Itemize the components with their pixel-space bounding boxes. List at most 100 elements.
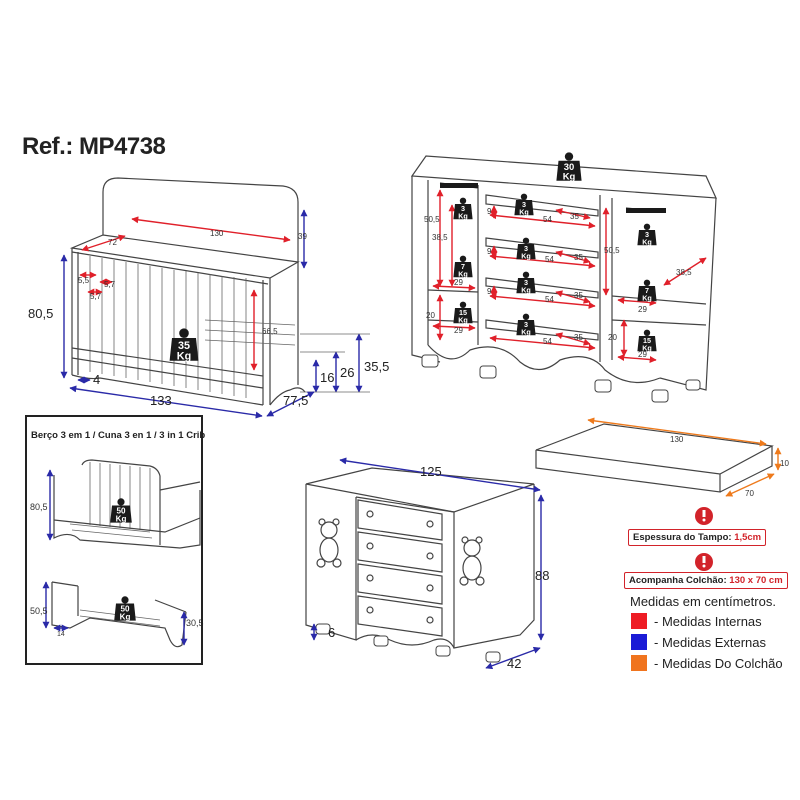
svg-text:125: 125 bbox=[420, 464, 442, 479]
reference-title: Ref.: MP4738 bbox=[22, 133, 166, 160]
svg-text:9: 9 bbox=[487, 247, 492, 256]
svg-text:3: 3 bbox=[645, 230, 649, 239]
alert-icon bbox=[695, 553, 713, 571]
dresser-interior-dimensions: 50,5 38,5 20 29 29 54 35 54 35 54 35 54 … bbox=[424, 189, 707, 363]
legend-item-internal: - Medidas Internas bbox=[631, 613, 762, 629]
weight-icon-mid-right: 7 Kg bbox=[637, 279, 657, 302]
svg-text:39: 39 bbox=[298, 232, 307, 241]
weight-icon-bottom-right: 15 Kg bbox=[637, 329, 657, 352]
svg-text:14: 14 bbox=[57, 631, 65, 638]
weight-icon-mid-left: 7 Kg bbox=[453, 255, 473, 278]
legend-item-mattress: - Medidas Do Colchão bbox=[631, 655, 783, 671]
sofa-bed-drawing bbox=[53, 459, 201, 549]
svg-text:35: 35 bbox=[574, 333, 583, 342]
svg-text:15: 15 bbox=[643, 336, 651, 345]
svg-text:3: 3 bbox=[524, 244, 528, 253]
svg-text:3: 3 bbox=[524, 278, 528, 287]
svg-text:54: 54 bbox=[543, 215, 552, 224]
svg-text:6: 6 bbox=[328, 625, 335, 640]
note-label: Acompanha Colchão: bbox=[629, 575, 727, 586]
svg-text:10: 10 bbox=[780, 459, 789, 468]
svg-text:3: 3 bbox=[524, 320, 528, 329]
svg-text:35: 35 bbox=[570, 212, 579, 221]
svg-text:42: 42 bbox=[507, 656, 521, 671]
svg-text:Kg: Kg bbox=[521, 251, 531, 260]
weight-icon-bed: 50 Kg bbox=[114, 596, 136, 622]
svg-text:20: 20 bbox=[608, 333, 617, 342]
svg-text:Kg: Kg bbox=[563, 172, 576, 183]
svg-text:88: 88 bbox=[535, 568, 549, 583]
dresser-interior-drawing bbox=[410, 155, 717, 403]
svg-text:Kg: Kg bbox=[116, 515, 127, 524]
svg-text:4: 4 bbox=[93, 372, 100, 387]
legend-swatch bbox=[631, 634, 647, 650]
svg-text:38,5: 38,5 bbox=[432, 233, 448, 242]
legend-swatch bbox=[631, 655, 647, 671]
svg-text:77,5: 77,5 bbox=[283, 393, 308, 408]
legend-item-external: - Medidas Externas bbox=[631, 634, 766, 650]
svg-text:50,5: 50,5 bbox=[424, 215, 440, 224]
svg-text:35: 35 bbox=[178, 340, 190, 352]
mattress-drawing bbox=[535, 423, 774, 493]
svg-text:3: 3 bbox=[522, 200, 526, 209]
svg-text:133: 133 bbox=[150, 393, 172, 408]
legend-label: - Medidas Do Colchão bbox=[654, 655, 783, 671]
bear-icon-left bbox=[316, 518, 342, 568]
alert-icon bbox=[695, 507, 713, 525]
svg-text:54: 54 bbox=[545, 295, 554, 304]
svg-text:54: 54 bbox=[543, 337, 552, 346]
svg-text:66,5: 66,5 bbox=[262, 327, 278, 336]
svg-text:29: 29 bbox=[454, 278, 463, 287]
note-value: 130 x 70 cm bbox=[729, 575, 783, 586]
weight-icon-drawer-2: 3 Kg bbox=[516, 237, 536, 260]
svg-text:Kg: Kg bbox=[120, 613, 131, 622]
weight-icon-drawer-1: 3 Kg bbox=[514, 193, 534, 216]
svg-text:80,5: 80,5 bbox=[30, 502, 48, 512]
legend-label: - Medidas Internas bbox=[654, 613, 762, 629]
crib-drawing bbox=[69, 177, 306, 406]
svg-text:38,5: 38,5 bbox=[676, 268, 692, 277]
svg-text:50: 50 bbox=[116, 507, 126, 516]
note-value: 1,5cm bbox=[734, 532, 762, 543]
svg-text:Kg: Kg bbox=[642, 237, 652, 246]
weight-icon-sofa: 50 Kg bbox=[110, 498, 132, 524]
svg-text:5,7: 5,7 bbox=[90, 292, 102, 301]
weight-icon-shelf-left: 3 Kg bbox=[453, 197, 473, 220]
weight-icon-shelf-right: 3 Kg bbox=[637, 223, 657, 246]
svg-text:Kg: Kg bbox=[458, 269, 468, 278]
convertible-crib-panel bbox=[25, 415, 203, 665]
weight-icon: 35 Kg bbox=[169, 328, 199, 363]
svg-text:26: 26 bbox=[340, 365, 354, 380]
svg-text:Kg: Kg bbox=[521, 285, 531, 294]
weight-icon-drawer-3: 3 Kg bbox=[516, 271, 536, 294]
svg-text:5,5: 5,5 bbox=[78, 276, 90, 285]
dresser-front-dimensions: 125 88 42 6 bbox=[310, 457, 549, 671]
svg-text:35,5: 35,5 bbox=[364, 359, 389, 374]
svg-text:7: 7 bbox=[645, 286, 649, 295]
svg-text:35: 35 bbox=[574, 253, 583, 262]
svg-text:130: 130 bbox=[670, 435, 684, 444]
tabletop-thickness-note: Espessura do Tampo: 1,5cm bbox=[628, 529, 767, 546]
svg-text:15: 15 bbox=[459, 308, 467, 317]
svg-text:50,5: 50,5 bbox=[30, 606, 48, 616]
svg-text:Kg: Kg bbox=[642, 293, 652, 302]
svg-text:29: 29 bbox=[638, 305, 647, 314]
svg-text:130: 130 bbox=[210, 229, 224, 238]
weight-icon-bottom-left: 15 Kg bbox=[453, 301, 473, 324]
dresser-front-drawing bbox=[305, 467, 535, 663]
svg-text:7: 7 bbox=[461, 262, 465, 271]
svg-text:70: 70 bbox=[745, 489, 754, 498]
weight-icon-top: 30 Kg bbox=[556, 152, 582, 183]
svg-text:35: 35 bbox=[574, 291, 583, 300]
svg-text:9: 9 bbox=[487, 287, 492, 296]
convertible-crib-title: Berço 3 em 1 / Cuna 3 en 1 / 3 in 1 Crib bbox=[31, 430, 206, 441]
legend-swatch bbox=[631, 613, 647, 629]
svg-text:30,5: 30,5 bbox=[186, 618, 204, 628]
svg-text:Kg: Kg bbox=[177, 351, 191, 363]
svg-text:29: 29 bbox=[638, 350, 647, 359]
svg-text:50,5: 50,5 bbox=[604, 246, 620, 255]
note-label: Espessura do Tampo: bbox=[633, 532, 732, 543]
svg-text:5,7: 5,7 bbox=[104, 280, 116, 289]
svg-text:80,5: 80,5 bbox=[28, 306, 53, 321]
